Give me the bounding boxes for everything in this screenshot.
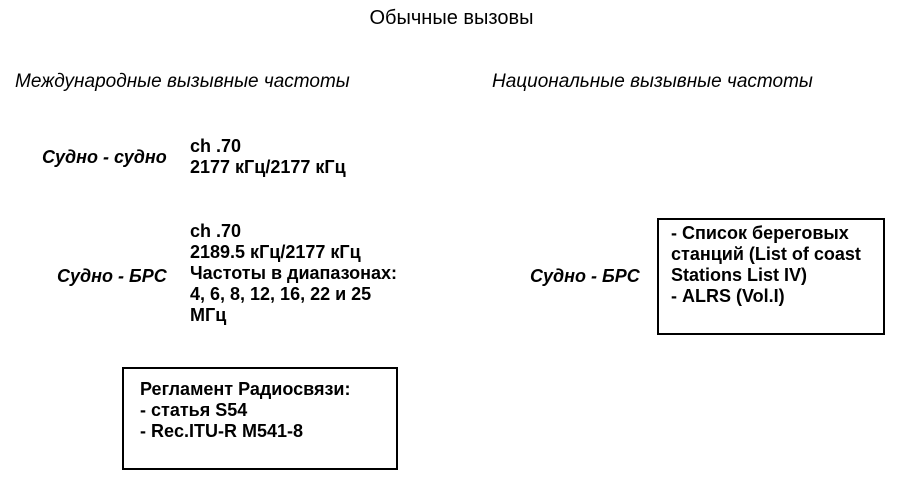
coast-stations-references-box: - Список береговых станций (List of coas…: [657, 218, 885, 335]
slide-title: Обычные вызовы: [369, 7, 534, 29]
row-label-ship-to-coast-national: Судно - БРС: [530, 266, 640, 286]
row-label-ship-to-coast-international: Судно - БРС: [57, 266, 167, 286]
row-label-ship-to-ship: Судно - судно: [42, 147, 167, 167]
frequencies-ship-to-coast-international: ch .70 2189.5 кГц/2177 кГц Частоты в диа…: [190, 221, 398, 325]
radio-regulations-box: Регламент Радиосвязи: - статья S54 - Rec…: [122, 367, 398, 470]
column-heading-national: Национальные вызывные частоты: [492, 71, 813, 92]
column-heading-international: Международные вызывные частоты: [15, 71, 350, 92]
frequencies-ship-to-ship: ch .70 2177 кГц/2177 кГц: [190, 136, 346, 177]
